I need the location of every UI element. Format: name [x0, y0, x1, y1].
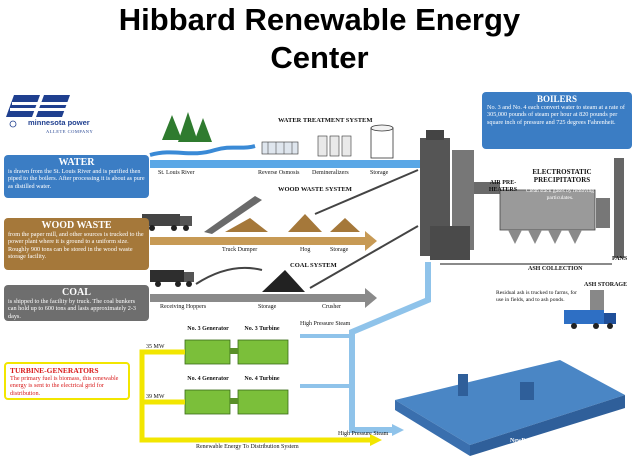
- precipitators-text: Clean stack gases by removing particulat…: [525, 188, 595, 201]
- logo-sub: ALLETE COMPANY: [46, 128, 93, 135]
- coal-storage-label: Storage: [258, 304, 276, 311]
- turbine-generators-info-box: TURBINE-GENERATORS The primary fuel is b…: [4, 362, 130, 400]
- exhaust-stack: [614, 158, 624, 258]
- ash-collection-label: ASH COLLECTION: [528, 266, 583, 273]
- logo-brand: minnesota power: [28, 119, 90, 126]
- wood-pile-3: [330, 218, 360, 232]
- renewable-energy-label: Renewable Energy To Distribution System: [196, 444, 299, 451]
- gen4-turbine-label: No. 4 Turbine: [240, 376, 284, 383]
- reverse-osmosis-unit: [262, 142, 298, 154]
- page-title-line-2: Center: [0, 40, 639, 76]
- coal-system-label: COAL SYSTEM: [290, 262, 337, 269]
- ash-storage-label: ASH STORAGE: [584, 282, 627, 289]
- mw-35-label: 35 MW: [146, 344, 165, 351]
- water-info-box: WATER is drawn from the St. Louis River …: [4, 155, 149, 198]
- precipitators-heading: ELECTROSTATIC PRECIPITATORS: [512, 168, 612, 184]
- receiving-hoppers-label: Receiving Hoppers: [160, 304, 206, 311]
- wood-pile-2: [288, 214, 322, 232]
- demineralizers-label: Demineralizers: [312, 170, 349, 177]
- demineralizers-unit: [318, 136, 351, 156]
- fans-label: FANS: [612, 256, 627, 263]
- trees-icon: [162, 112, 212, 142]
- water-text: is drawn from the St. Louis River and is…: [8, 168, 145, 190]
- residual-ash-label: Residual ash is trucked to farms, for us…: [496, 290, 578, 303]
- reverse-osmosis-label: Reverse Osmosis: [258, 170, 300, 177]
- coal-pile: [262, 270, 305, 292]
- high-pressure-steam-bottom-label: High Pressure Steam: [338, 431, 388, 438]
- page-title-line-1: Hibbard Renewable Energy: [0, 2, 639, 38]
- wood-truck-icon: [142, 214, 192, 231]
- hog-label: Hog: [300, 247, 310, 254]
- turbine-generators-text: The primary fuel is biomass, this renewa…: [10, 375, 118, 397]
- coal-conveyor-2: [310, 226, 418, 288]
- st-louis-river: [150, 146, 255, 155]
- gen3-turbine-label: No. 3 Turbine: [240, 326, 284, 333]
- coal-truck-icon: [150, 270, 194, 287]
- water-treatment-system-label: WATER TREATMENT SYSTEM: [278, 117, 373, 124]
- crusher-label: Crusher: [322, 304, 341, 311]
- boiler-building: [420, 130, 474, 260]
- water-storage-tank: [371, 125, 393, 158]
- water-heading: WATER: [8, 157, 145, 168]
- gen3-generator-label: No. 3 Generator: [186, 326, 230, 333]
- st-louis-river-label: St. Louis River: [158, 170, 195, 177]
- wood-storage-label: Storage: [330, 247, 348, 254]
- wood-waste-heading: WOOD WASTE: [8, 220, 145, 231]
- high-pressure-steam-top-label: High Pressure Steam: [300, 321, 350, 328]
- ash-truck-icon: [564, 310, 616, 329]
- coal-conveyor-1: [196, 268, 262, 284]
- fans-unit: [596, 198, 610, 228]
- wood-waste-info-box: WOOD WASTE from the paper mill, and othe…: [4, 218, 149, 270]
- steam-arrowhead-mill: [392, 424, 404, 436]
- newpage-label: NewPage: [510, 438, 534, 445]
- boilers-heading: BOILERS: [487, 94, 627, 104]
- air-preheaters-label: AIR PRE- HEATERS: [488, 180, 518, 194]
- coal-heading: COAL: [8, 287, 145, 298]
- generator-3: [185, 340, 288, 364]
- wood-waste-system-label: WOOD WASTE SYSTEM: [278, 186, 352, 193]
- coal-text: is shipped to the facility by truck. The…: [8, 298, 136, 320]
- water-storage-label: Storage: [370, 170, 388, 177]
- wood-waste-text: from the paper mill, and other sources i…: [8, 231, 144, 260]
- generator-4: [185, 390, 288, 414]
- boilers-info-box: BOILERS No. 3 and No. 4 each convert wat…: [482, 92, 632, 149]
- boilers-text: No. 3 and No. 4 each convert water to st…: [487, 104, 625, 126]
- ash-storage-silo: [590, 290, 604, 312]
- coal-info-box: COAL is shipped to the facility by truck…: [4, 285, 149, 321]
- truck-dumper-label: Truck Dumper: [222, 247, 257, 254]
- mw-39-label: 39 MW: [146, 394, 165, 401]
- gen4-generator-label: No. 4 Generator: [186, 376, 230, 383]
- turbine-generators-heading: TURBINE-GENERATORS: [10, 366, 124, 375]
